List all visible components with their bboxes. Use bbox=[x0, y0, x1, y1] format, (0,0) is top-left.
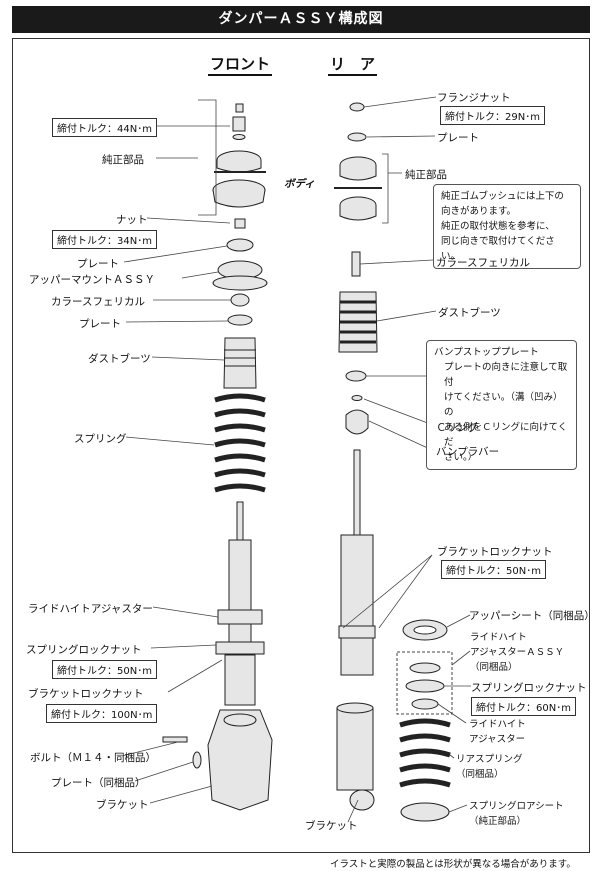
torque-34-box: 締付トルク：34N･m bbox=[52, 230, 157, 249]
front-stud-top bbox=[235, 103, 244, 113]
bump-stop-note: バンプストッププレート プレートの向きに注意して取付 けてください。（溝（凹み）… bbox=[426, 340, 577, 470]
front-spring-lock-nut bbox=[215, 641, 265, 655]
front-collar bbox=[230, 293, 250, 307]
rear-piston-rod bbox=[353, 449, 361, 541]
front-shock-upper bbox=[228, 539, 252, 651]
rear-plate bbox=[347, 132, 367, 142]
rear-flange-nut bbox=[349, 102, 365, 112]
front-plate-1 bbox=[226, 238, 254, 252]
body-label: ボディ bbox=[284, 178, 315, 190]
front-washer-small bbox=[232, 134, 246, 140]
front-nut-label: ナット bbox=[116, 214, 148, 226]
rear-ride-height-assy-label: ライドハイト アジャスターＡＳＳＹ （同梱品） bbox=[470, 632, 565, 673]
rear-bump-rubber bbox=[345, 409, 369, 435]
front-spring-lock-nut-label: スプリングロックナット bbox=[26, 644, 142, 656]
rubber-bush-note: 純正ゴムブッシュには上下の 向きがあります。 純正の取付状態を参考に、 同じ向き… bbox=[433, 184, 581, 269]
front-bolt bbox=[162, 736, 188, 743]
front-genuine-mount-body bbox=[216, 160, 262, 173]
rear-flange-nut-label: フランジナット bbox=[437, 92, 511, 104]
front-plate-included bbox=[192, 751, 202, 769]
front-bolt-label: ボルト（Ｍ１４・同梱品） bbox=[30, 752, 156, 764]
rear-bracket-lock-nut-label: ブラケットロックナット bbox=[437, 546, 553, 558]
title-banner: ダンパーＡＳＳＹ構成図 bbox=[12, 6, 590, 33]
front-shock-lower bbox=[224, 654, 256, 706]
front-nut bbox=[234, 218, 246, 229]
rear-plate-label: プレート bbox=[437, 132, 479, 144]
rear-ride-height-adjuster-label: ライドハイト アジャスター bbox=[469, 719, 526, 745]
rear-bump-stop-plate bbox=[345, 370, 367, 382]
front-plate-2 bbox=[227, 314, 253, 326]
torque-100-box: 締付トルク：100N･m bbox=[46, 704, 158, 723]
rear-bracket-label: ブラケット bbox=[305, 820, 358, 832]
rear-spring-lock-nut bbox=[405, 679, 445, 693]
rear-shock-body bbox=[340, 534, 374, 676]
front-plate-included-label: プレート（同梱品） bbox=[51, 777, 146, 789]
front-ride-height-label: ライドハイトアジャスター bbox=[28, 603, 153, 615]
torque-50-front-box: 締付トルク：50N･m bbox=[52, 660, 157, 679]
rear-spring-lock-nut-label: スプリングロックナット bbox=[471, 682, 587, 694]
front-collar-label: カラースフェリカル bbox=[51, 296, 145, 308]
rear-spring-lower-seat bbox=[400, 802, 450, 822]
rear-genuine-part-label: 純正部品 bbox=[405, 169, 447, 181]
disclaimer: イラストと実際の製品とは形状が異なる場合があります。 bbox=[330, 859, 576, 870]
rear-spring-lower-seat-label: スプリングロアシート （純正部品） bbox=[469, 801, 564, 827]
front-dust-boot-label: ダストブーツ bbox=[88, 353, 151, 365]
front-bracket-lock-nut-label: ブラケットロックナット bbox=[28, 688, 144, 700]
rear-ride-height-lower bbox=[411, 698, 439, 710]
rear-spring-label: リアスプリング （同梱品） bbox=[456, 754, 523, 780]
torque-29-box: 締付トルク：29N･m bbox=[440, 106, 545, 125]
front-genuine-bearing-body bbox=[212, 189, 266, 208]
front-heading: フロント bbox=[208, 53, 273, 76]
rear-bracket-lock-nut bbox=[338, 625, 376, 639]
front-piston-rod bbox=[236, 501, 244, 543]
torque-44-box: 締付トルク：44N･m bbox=[52, 118, 157, 137]
front-ride-height-adjuster bbox=[217, 609, 263, 625]
rear-collar-label: カラースフェリカル bbox=[436, 257, 530, 269]
front-upper-mount-label: アッパーマウントＡＳＳＹ bbox=[29, 274, 155, 286]
front-dust-boot bbox=[223, 337, 257, 389]
rear-bracket bbox=[336, 707, 374, 791]
rear-ride-height-top bbox=[409, 662, 441, 674]
front-bracket bbox=[207, 709, 273, 811]
front-plate-2-label: プレート bbox=[79, 318, 121, 330]
front-bracket-label: ブラケット bbox=[96, 799, 149, 811]
front-plate-1-label: プレート bbox=[77, 258, 119, 270]
rear-c-ring-label: Ｃリング bbox=[436, 422, 478, 434]
front-spring bbox=[214, 393, 266, 493]
front-upper-mount-flange bbox=[212, 275, 268, 291]
rear-bump-rubber-label: バンプラバー bbox=[436, 446, 500, 458]
rear-dust-boot-label: ダストブーツ bbox=[438, 307, 501, 319]
front-nut-top bbox=[232, 116, 246, 132]
front-spring-label: スプリング bbox=[74, 433, 127, 445]
rear-collar bbox=[351, 251, 361, 277]
front-genuine-part-label: 純正部品 bbox=[102, 154, 144, 166]
rear-upper-seat-label: アッパーシート（同梱品） bbox=[469, 610, 595, 622]
torque-50-rear-box: 締付トルク：50N･m bbox=[441, 560, 546, 579]
rear-spring bbox=[399, 718, 451, 788]
diagram-frame bbox=[12, 38, 590, 853]
torque-60-box: 締付トルク：60N･m bbox=[471, 697, 576, 716]
rear-c-ring bbox=[351, 395, 363, 401]
rear-heading: リ ア bbox=[328, 53, 378, 76]
